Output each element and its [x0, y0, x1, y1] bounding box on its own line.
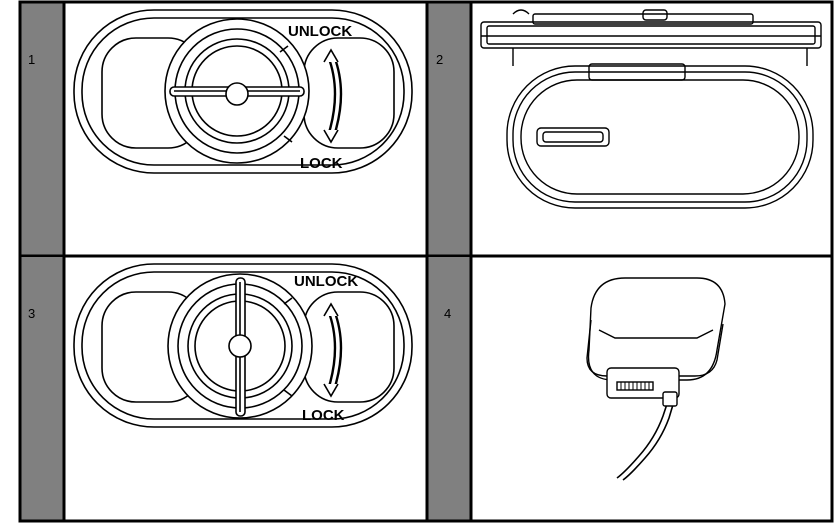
step-2-figure: [480, 9, 822, 209]
step-3-unlock-label: UNLOCK: [294, 273, 358, 290]
step-2-number: 2: [436, 52, 444, 67]
step-1-number-column: [21, 3, 64, 255]
step-1-unlock-label: UNLOCK: [288, 23, 352, 40]
step-1-number: 1: [28, 52, 36, 67]
step-4-figure: [586, 277, 726, 481]
step-4-number-column: [428, 258, 471, 520]
step-3-number-column: [21, 258, 64, 520]
step-4-number: 4: [444, 306, 452, 321]
step-3-figure: UNLOCK LOCK: [73, 263, 413, 428]
step-3-lock-label: LOCK: [302, 407, 345, 424]
step-1-lock-label: LOCK: [300, 155, 343, 172]
step-3-number: 3: [28, 306, 36, 321]
step-2-number-column: [428, 3, 471, 255]
step-1-figure: UNLOCK LOCK: [73, 9, 413, 174]
